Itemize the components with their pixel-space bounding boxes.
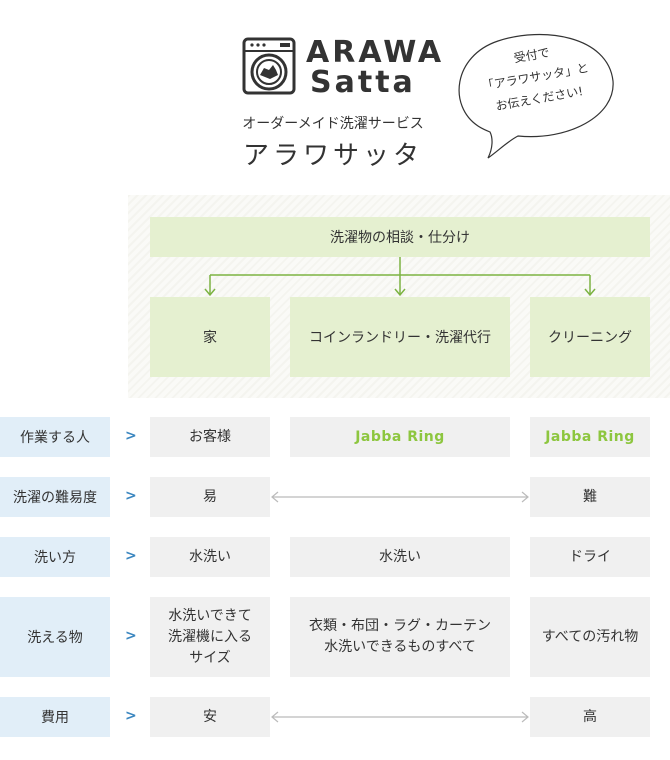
row-label-washable-items: 洗える物 (0, 597, 110, 677)
brand-wordmark-top: ARAWA (306, 35, 445, 70)
cell-worker-coin-laundry: Jabba Ring (290, 417, 510, 457)
flow-box-cleaning: クリーニング (530, 297, 650, 377)
row-label-cost: 費用 (0, 697, 110, 737)
chevron-right-icon: > (125, 428, 137, 444)
cell-difficulty-easy: 易 (150, 477, 270, 517)
service-name: アラワサッタ (242, 141, 423, 171)
speech-bubble-icon (448, 26, 618, 166)
chevron-right-icon: > (125, 488, 137, 504)
cell-cost-expensive: 高 (530, 697, 650, 737)
row-label-difficulty: 洗濯の難易度 (0, 477, 110, 517)
cell-worker-home: お客様 (150, 417, 270, 457)
cell-items-home: 水洗いできて 洗濯機に入る サイズ (150, 597, 270, 677)
flow-box-coin-laundry: コインランドリー・洗濯代行 (290, 297, 510, 377)
brand-wordmark-bottom: Satta (310, 65, 416, 100)
washing-machine-logo-icon (242, 37, 296, 95)
chevron-right-icon: > (125, 548, 137, 564)
cell-method-coin-laundry: 水洗い (290, 537, 510, 577)
cell-method-home: 水洗い (150, 537, 270, 577)
cell-items-coin-laundry: 衣類・布団・ラグ・カーテン 水洗いできるものすべて (290, 597, 510, 677)
cell-method-cleaning: ドライ (530, 537, 650, 577)
cell-items-cleaning: すべての汚れ物 (530, 597, 650, 677)
service-subtitle: オーダーメイド洗濯サービス (242, 116, 424, 132)
chevron-right-icon: > (125, 708, 137, 724)
double-arrow-icon (271, 491, 529, 503)
row-label-worker: 作業する人 (0, 417, 110, 457)
flow-connector-lines (204, 257, 596, 297)
chevron-right-icon: > (125, 628, 137, 644)
flow-top-box: 洗濯物の相談・仕分け (150, 217, 650, 257)
double-arrow-icon (271, 711, 529, 723)
cell-difficulty-hard: 難 (530, 477, 650, 517)
flow-box-home: 家 (150, 297, 270, 377)
cell-worker-cleaning: Jabba Ring (530, 417, 650, 457)
cell-cost-cheap: 安 (150, 697, 270, 737)
row-label-wash-method: 洗い方 (0, 537, 110, 577)
